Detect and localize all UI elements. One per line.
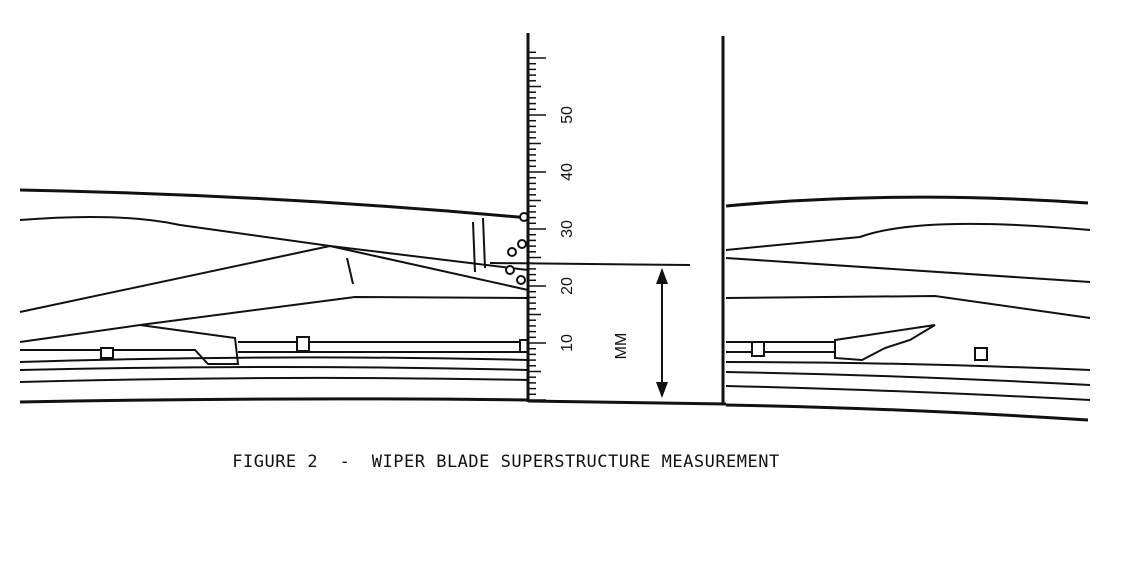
right-base-line (725, 403, 1089, 422)
ruler-label: 20 (559, 277, 576, 295)
figure-caption: FIGURE 2 - WIPER BLADE SUPERSTRUCTURE ME… (232, 452, 780, 472)
left-arm-lower (329, 245, 529, 291)
ruler-label: 10 (559, 334, 576, 352)
right-rubber-2 (725, 371, 1091, 386)
right-blade-section (725, 195, 1091, 422)
left-second-contour (19, 215, 529, 271)
left-contact-circle-4 (505, 265, 515, 275)
millimeter-ruler: 10 20 30 40 50 (526, 33, 576, 402)
ruler-label: 30 (559, 220, 576, 238)
ruler-label: 40 (559, 163, 576, 181)
ruler-label: 50 (559, 106, 576, 124)
right-arm (725, 257, 1091, 283)
right-rubber-3 (725, 385, 1091, 401)
left-tab-2 (296, 336, 310, 352)
left-tab-1 (100, 347, 114, 359)
left-yoke-line (19, 295, 529, 343)
right-top-contour (725, 195, 1089, 208)
left-blade-section (19, 188, 529, 404)
dimension-arrow (656, 268, 668, 398)
right-tab-2 (974, 347, 988, 361)
left-rubber-1 (19, 356, 529, 363)
left-clip-line-1 (472, 221, 476, 273)
left-top-contour (19, 188, 529, 220)
left-rubber-3 (19, 376, 529, 383)
measurement-reference-line (489, 262, 691, 266)
ruler-ticks (528, 51, 546, 401)
left-contact-circle-2 (507, 247, 517, 257)
left-rivet-line (346, 257, 354, 285)
left-contact-circle-5 (516, 275, 526, 285)
ruler-labels: 10 20 30 40 50 (559, 106, 576, 352)
right-rubber-1 (725, 361, 1091, 371)
left-contact-circle-3 (517, 239, 527, 249)
dimension-arrowhead-bottom (656, 382, 668, 398)
left-rubber-2 (19, 366, 529, 371)
left-base-line (19, 397, 529, 404)
left-clip-line-2 (482, 217, 486, 269)
right-second-contour (725, 222, 1091, 251)
left-claw-body (20, 324, 240, 365)
base-line-center (527, 399, 727, 406)
measuring-plate (489, 36, 727, 406)
right-claw-body (834, 324, 936, 362)
right-tab-1 (751, 341, 765, 357)
left-arm-upper (19, 245, 331, 313)
unit-label: MM (613, 333, 630, 360)
right-yoke-line (725, 294, 1091, 319)
dimension-arrowhead-top (656, 268, 668, 284)
